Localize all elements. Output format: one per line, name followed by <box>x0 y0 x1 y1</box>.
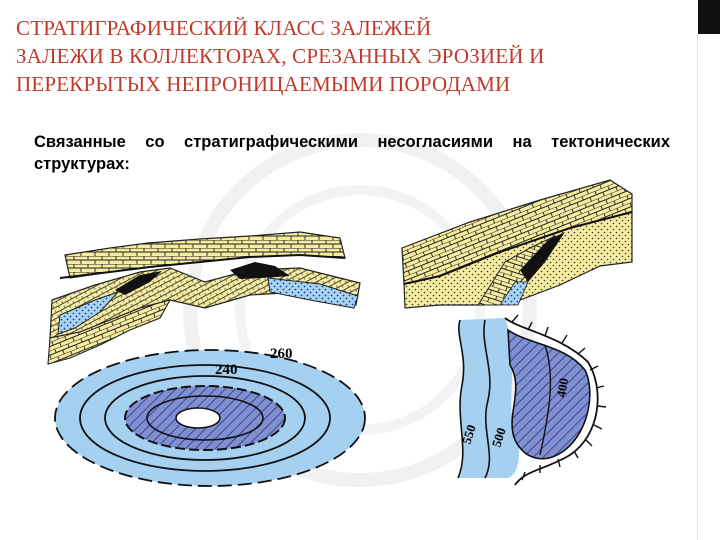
left-water-zone-left <box>57 291 119 335</box>
right-cross-section <box>401 179 633 309</box>
left-map-contour-inner <box>146 395 264 441</box>
left-structure-map: 260 240 <box>54 346 366 487</box>
right-map-oil-zone <box>507 328 591 460</box>
left-oil-pocket-1 <box>115 271 162 295</box>
left-map-label-240: 240 <box>215 362 238 378</box>
right-oil-wedge <box>520 232 565 282</box>
slide-title: СТРАТИГРАФИЧЕСКИЙ КЛАСС ЗАЛЕЖЕЙ ЗАЛЕЖИ В… <box>16 14 656 98</box>
slide-subtitle: Связанные со стратиграфическими несоглас… <box>34 133 670 173</box>
left-water-zone-right <box>267 277 359 309</box>
corner-accent-block <box>698 0 720 34</box>
right-water-zone <box>499 281 529 306</box>
right-map-contour-400 <box>539 344 552 456</box>
left-map-label-260: 260 <box>270 346 293 362</box>
right-map-contour-500 <box>483 319 491 479</box>
right-map-label-500: 500 <box>489 426 509 449</box>
title-line-3: ПЕРЕКРЫТЫХ НЕПРОНИЦАЕМЫМИ ПОРОДАМИ <box>16 72 511 96</box>
slide-right-border <box>697 34 720 540</box>
right-map-contour-550 <box>457 319 465 479</box>
right-map-label-400: 400 <box>553 377 571 399</box>
left-oil-pocket-2 <box>230 262 290 279</box>
right-unconformity-line <box>403 211 633 285</box>
title-line-2: ЗАЛЕЖИ В КОЛЛЕКТОРАХ, СРЕЗАННЫХ ЭРОЗИЕЙ … <box>16 44 545 68</box>
left-unconformity-line <box>59 253 346 279</box>
right-map-boundary-ticks <box>511 314 607 481</box>
right-structure-map: 550 500 400 <box>457 314 607 486</box>
left-map-crest <box>175 407 221 429</box>
left-lower-strata <box>47 299 172 365</box>
right-map-label-550: 550 <box>459 423 479 446</box>
left-cross-section <box>47 231 361 365</box>
title-line-1: СТРАТИГРАФИЧЕСКИЙ КЛАСС ЗАЛЕЖЕЙ <box>16 16 432 40</box>
